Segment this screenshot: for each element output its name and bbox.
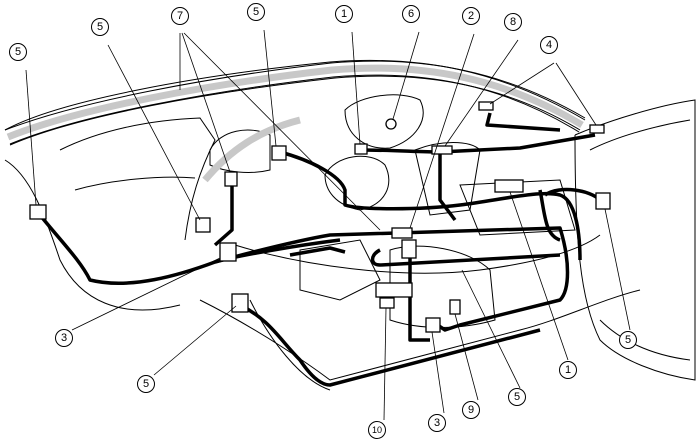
car-body-outline — [4, 59, 696, 391]
steering-airbag-module — [354, 143, 368, 155]
callout-4: 4 — [540, 36, 558, 54]
callout-10: 10 — [368, 421, 386, 439]
seat-weight-sensor — [379, 297, 395, 309]
airbag-control-unit — [494, 179, 524, 193]
callout-8: 8 — [504, 13, 522, 31]
seatbelt-pretensioner-right — [478, 101, 494, 111]
side-airbag-sensor-rear-floor — [231, 293, 249, 313]
callout-6: 6 — [402, 5, 420, 23]
callout-5-right: 5 — [619, 331, 637, 349]
side-airbag-sensor-left — [195, 217, 211, 233]
callout-2: 2 — [462, 7, 480, 25]
airbag-components — [29, 101, 611, 333]
airbag-wiring-harness — [38, 112, 602, 387]
callout-1-bottom: 1 — [559, 361, 577, 379]
connector-center — [391, 227, 413, 239]
curtain-airbag-inflator — [224, 171, 238, 187]
curtain-airbag-rails — [6, 64, 584, 183]
connector-left — [219, 242, 237, 262]
passenger-airbag-module — [431, 145, 453, 155]
connector-right — [425, 317, 441, 333]
callout-3-left: 3 — [55, 329, 73, 347]
callout-5-rear-left: 5 — [9, 43, 27, 61]
buckle-switch — [449, 299, 461, 315]
callout-9: 9 — [462, 401, 480, 419]
occupant-classification-unit — [375, 282, 413, 298]
side-airbag-sensor-right-upper — [589, 124, 605, 134]
callout-5-bottom-right: 5 — [508, 388, 526, 406]
callout-7: 7 — [171, 7, 189, 25]
callout-1-top: 1 — [335, 5, 353, 23]
side-airbag-sensor-right — [595, 192, 611, 210]
callout-5-front-left: 5 — [247, 3, 265, 21]
side-airbag-sensor-front-left — [271, 145, 287, 161]
callout-5-left: 5 — [91, 18, 109, 36]
seat-connector — [401, 239, 417, 259]
spiral-cable — [385, 118, 397, 130]
side-airbag-sensor-rear-left — [29, 204, 47, 220]
leader-lines — [25, 29, 631, 421]
callout-5-bottom-left: 5 — [137, 375, 155, 393]
callout-3-right: 3 — [428, 414, 446, 432]
